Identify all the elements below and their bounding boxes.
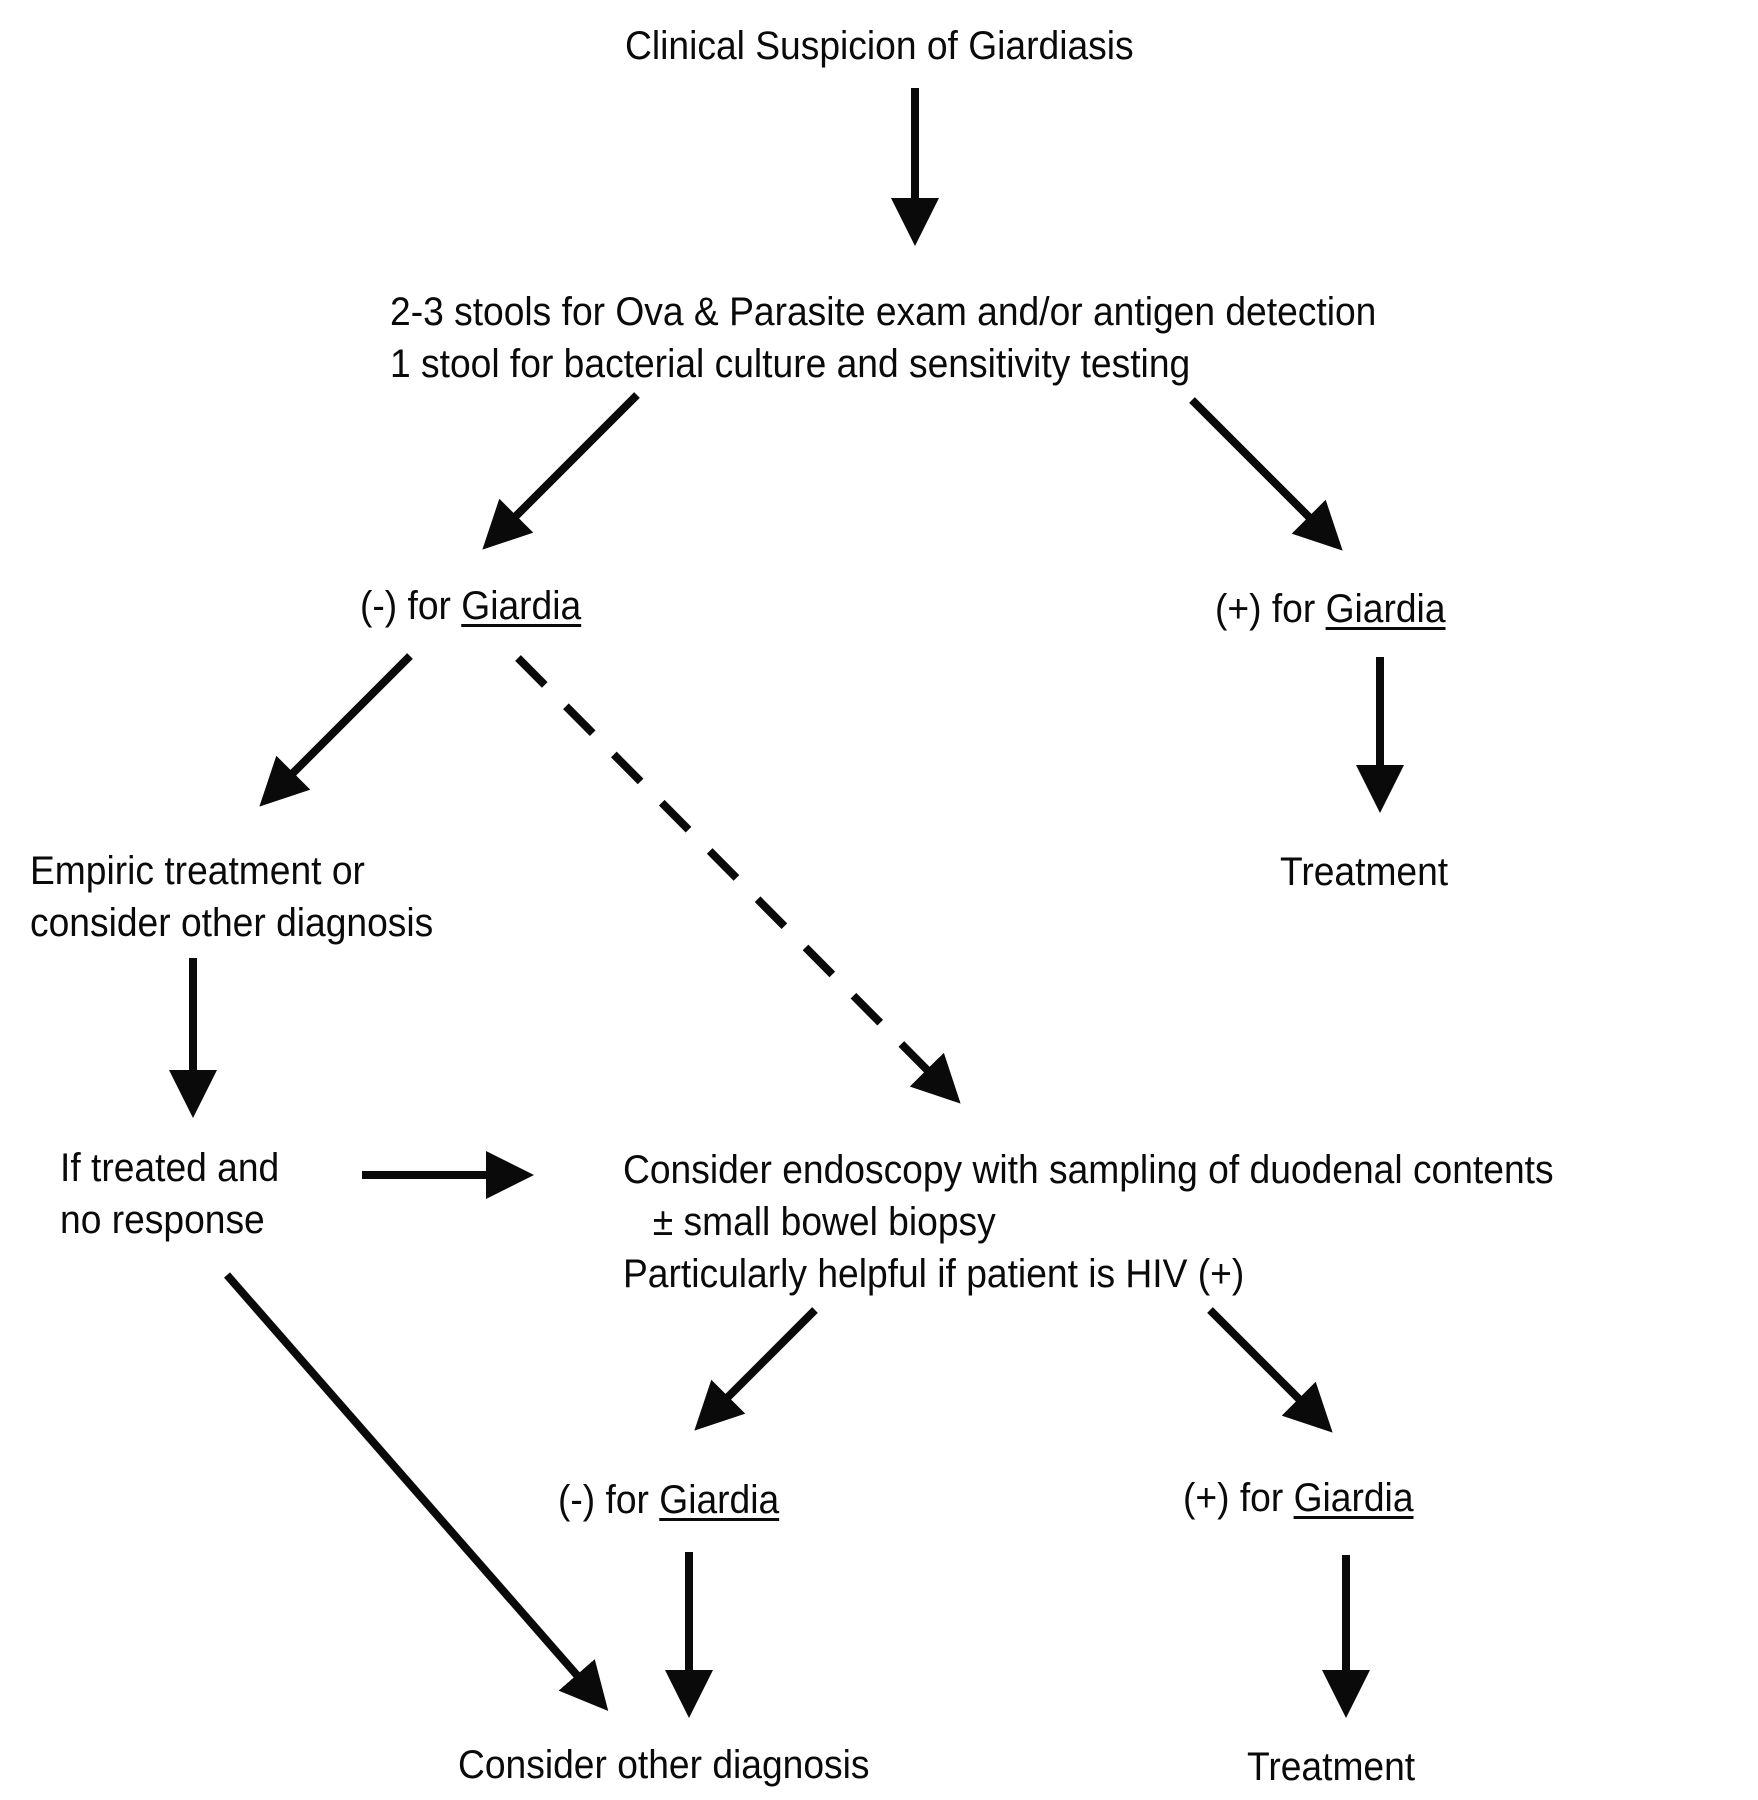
node-other-diagnosis: Consider other diagnosis: [458, 1739, 870, 1791]
node-text: 1 stool for bacterial culture and sensit…: [390, 342, 1191, 386]
result-prefix: (-) for: [558, 1478, 660, 1522]
node-positive-giardia-2: (+) for Giardia: [1183, 1472, 1414, 1524]
node-text: If treated and: [60, 1146, 280, 1190]
organism-name: Giardia: [1293, 1476, 1414, 1520]
node-text: Treatment: [1247, 1745, 1416, 1789]
arrow-no-response-to-other-dx: [223, 1272, 609, 1712]
node-text: Particularly helpful if patient is HIV (…: [623, 1252, 1245, 1296]
organism-name: Giardia: [659, 1478, 780, 1522]
node-clinical-suspicion: Clinical Suspicion of Giardiasis: [625, 20, 1134, 72]
arrow-stool-tests-to-pos1: [1189, 397, 1343, 551]
arrow-neg1-to-endoscopy-dashed: [515, 655, 961, 1104]
node-endoscopy: Consider endoscopy with sampling of duod…: [623, 1144, 1554, 1300]
organism-name: Giardia: [1325, 587, 1446, 631]
node-text: Consider other diagnosis: [458, 1743, 870, 1787]
node-text: Empiric treatment or: [30, 849, 365, 893]
arrow-stool-tests-to-neg1: [482, 392, 640, 550]
node-text: consider other diagnosis: [30, 901, 434, 945]
node-negative-giardia-1: (-) for Giardia: [360, 580, 581, 632]
result-prefix: (+) for: [1215, 587, 1326, 631]
node-empiric-treatment: Empiric treatment or consider other diag…: [30, 845, 433, 949]
arrow-neg1-to-empiric: [259, 653, 413, 807]
node-text: Consider endoscopy with sampling of duod…: [623, 1148, 1554, 1192]
node-text: ± small bowel biopsy: [652, 1200, 996, 1244]
node-treatment-2: Treatment: [1247, 1741, 1415, 1793]
node-stool-tests: 2-3 stools for Ova & Parasite exam and/o…: [390, 286, 1376, 390]
result-prefix: (-) for: [360, 584, 462, 628]
node-text: 2-3 stools for Ova & Parasite exam and/o…: [390, 290, 1377, 334]
result-prefix: (+) for: [1183, 1476, 1294, 1520]
node-text: Clinical Suspicion of Giardiasis: [625, 24, 1134, 68]
node-negative-giardia-2: (-) for Giardia: [558, 1474, 779, 1526]
node-text: no response: [60, 1198, 265, 1242]
node-text: Treatment: [1280, 850, 1449, 894]
node-positive-giardia-1: (+) for Giardia: [1215, 583, 1446, 635]
organism-name: Giardia: [461, 584, 582, 628]
arrow-endoscopy-to-neg2: [694, 1307, 818, 1431]
node-treatment-1: Treatment: [1280, 846, 1448, 898]
arrow-endoscopy-to-pos2: [1207, 1307, 1333, 1433]
node-no-response: If treated and no response: [60, 1142, 279, 1246]
